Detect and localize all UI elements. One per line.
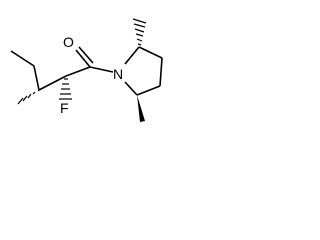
- structure-canvas: O N F: [0, 0, 191, 151]
- hashed-wedge-c3-methyl: [17, 89, 40, 105]
- bond-carbonyl-double-b: [78, 46, 94, 64]
- bond-n-ca: [124, 46, 140, 65]
- bond-ca-cb: [138, 46, 163, 59]
- bond-cc-cd: [136, 85, 161, 96]
- molecule-drawing: O N F: [10, 18, 163, 122]
- fluorine-atom-label: F: [60, 100, 69, 116]
- bond-ethyl-terminal: [10, 50, 35, 67]
- bond-c3-c2: [38, 75, 67, 91]
- bond-c2-carbonyl: [65, 66, 91, 77]
- bond-ethyl-to-c3: [33, 65, 40, 91]
- nitrogen-atom-label: N: [113, 66, 123, 82]
- hashed-wedge-c2-fluorine: [59, 78, 72, 100]
- bond-cb-cc: [159, 57, 163, 87]
- solid-wedge-bottom-methyl: [137, 95, 145, 122]
- oxygen-atom-label: O: [63, 34, 74, 50]
- bond-cd-n: [124, 81, 138, 96]
- hashed-wedge-top-methyl: [132, 18, 147, 46]
- bond-carbonyl-n: [89, 66, 114, 73]
- bond-carbonyl-double-a: [75, 49, 91, 68]
